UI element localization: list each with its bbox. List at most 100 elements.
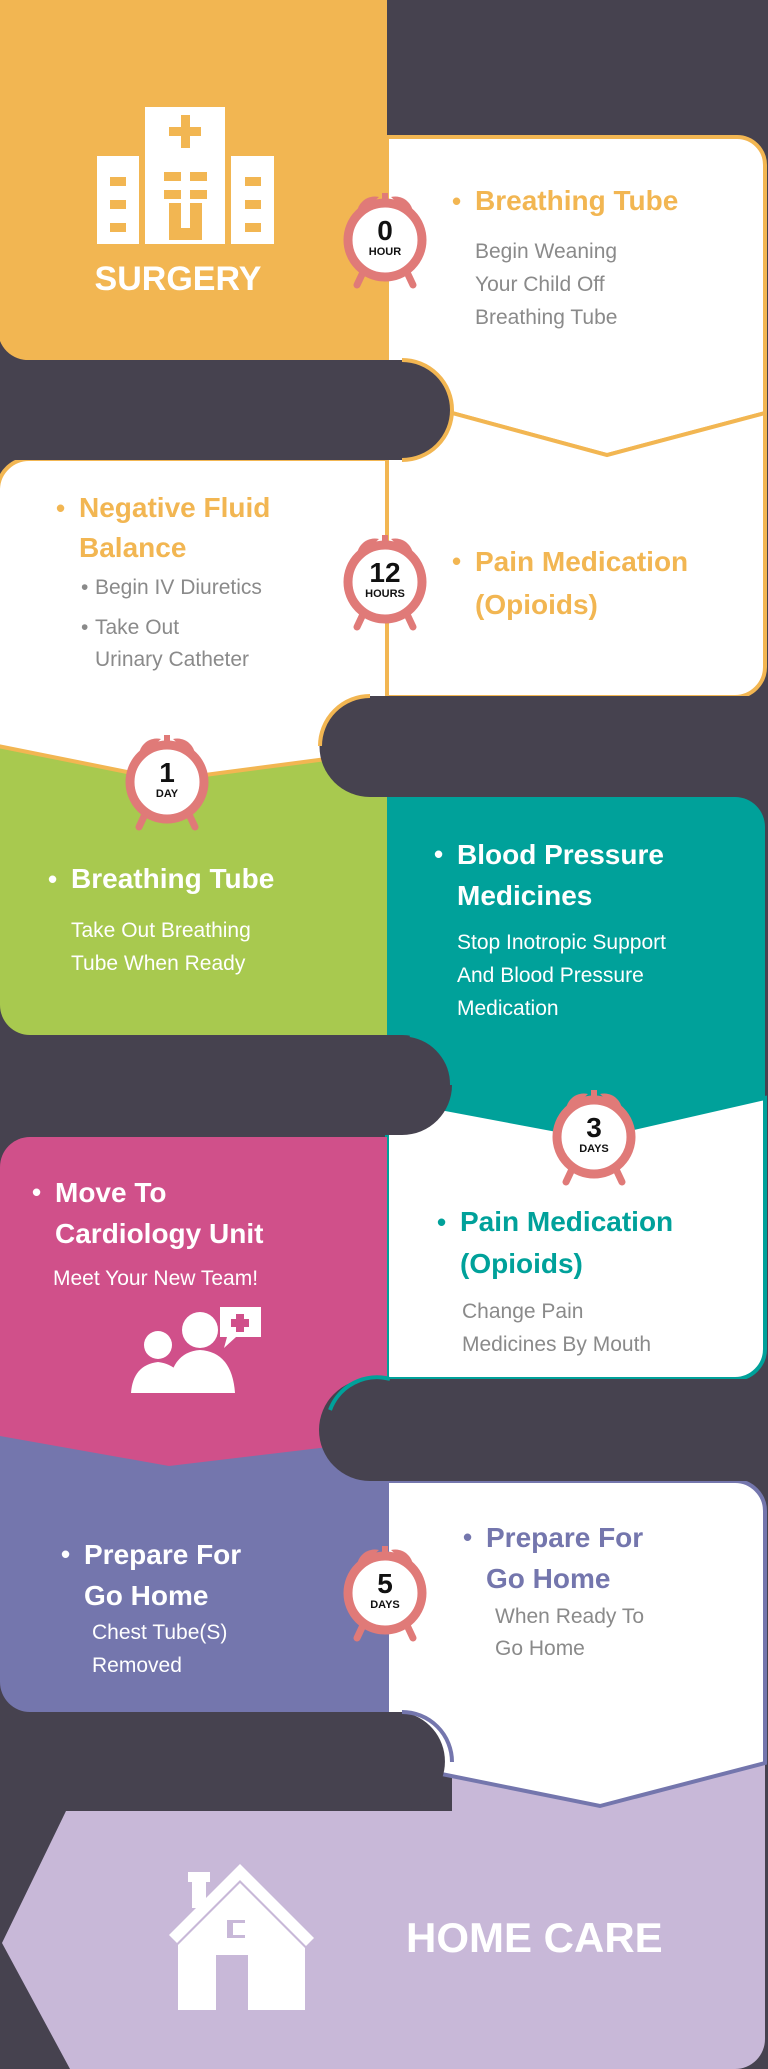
clock-unit: HOUR xyxy=(368,246,402,258)
step-breathing-tube-0h: • Breathing Tube Begin Weaning Your Child… xyxy=(452,181,679,334)
bullet-icon: • xyxy=(81,576,89,599)
step-body-line: Breathing Tube xyxy=(475,306,618,329)
step-title-text: Move To xyxy=(55,1177,167,1208)
step-title-text: Negative Fluid xyxy=(79,492,271,523)
connector-tab xyxy=(0,360,452,460)
step-title-text: Breathing Tube xyxy=(71,863,275,894)
step-prepare-go-home-right: • Prepare For Go Home When Ready To Go Ho… xyxy=(463,1517,645,1665)
step-title-text: (Opioids) xyxy=(460,1248,583,1279)
step-cardiology: • Move To Cardiology Unit Meet Your New T… xyxy=(32,1172,264,1295)
bullet-icon: • xyxy=(437,1207,447,1237)
clock-unit: DAYS xyxy=(579,1143,609,1155)
bullet-icon: • xyxy=(32,1177,42,1207)
step-negative-fluid: • Negative Fluid Balance • Begin IV Diuret… xyxy=(56,488,271,676)
step-body-line: Medicines By Mouth xyxy=(462,1333,652,1356)
step-title: • Pain Medication xyxy=(437,1201,674,1243)
surgery-label: SURGERY xyxy=(94,260,262,298)
step-item-text: Take Out xyxy=(95,616,180,639)
step-box-5d-left xyxy=(0,1430,387,1712)
step-item-text: Begin IV Diuretics xyxy=(95,576,262,599)
step-title-text: Medicines xyxy=(457,880,593,911)
clock-number: 3 xyxy=(586,1112,602,1143)
step-title: •Prepare For xyxy=(61,1534,242,1575)
clock-unit: HOURS xyxy=(365,588,405,600)
step-blood-pressure: •Blood Pressure Medicines Stop Inotropic… xyxy=(434,834,666,1025)
house-icon xyxy=(169,1864,314,2010)
step-body-line: Begin Weaning xyxy=(475,240,618,263)
step-title-text: Prepare For xyxy=(486,1522,644,1553)
step-breathing-tube-1d: • Breathing Tube Take Out Breathing Tube … xyxy=(48,859,275,980)
step-box-5d-right xyxy=(385,1479,767,1809)
step-box-1d xyxy=(0,740,387,1035)
clock-number: 1 xyxy=(159,757,175,788)
step-body-line: Chest Tube(S) xyxy=(92,1621,228,1644)
step-body-line: Removed xyxy=(92,1654,182,1677)
step-pain-medication-12h: •Pain Medication (Opioids) xyxy=(452,540,689,626)
clock-number: 5 xyxy=(377,1568,393,1599)
clock-unit: DAYS xyxy=(370,1599,400,1611)
clock-number: 12 xyxy=(369,557,401,588)
alarm-clock-icon xyxy=(343,1546,427,1642)
step-body-line: Go Home xyxy=(495,1637,585,1660)
hospital-icon xyxy=(97,107,274,244)
bullet-icon: • xyxy=(48,864,58,894)
step-title-text: Cardiology Unit xyxy=(55,1218,264,1249)
step-title: • Move To xyxy=(32,1172,263,1213)
step-box-cardiology xyxy=(0,1137,387,1466)
step-title-text: Go Home xyxy=(486,1563,611,1594)
alarm-clock-icon xyxy=(343,535,427,631)
step-title-text: Breathing Tube xyxy=(475,185,679,216)
home-care-label: HOME CARE xyxy=(406,1914,663,1961)
bullet-icon: • xyxy=(81,616,89,639)
step-title: •Blood Pressure xyxy=(434,834,666,875)
connector-edge xyxy=(328,1375,391,1411)
step-title: • Negative Fluid xyxy=(56,488,271,528)
step-body-line: Medication xyxy=(457,997,559,1020)
step-body-line: And Blood Pressure xyxy=(457,964,644,987)
step-body-line: Your Child Off xyxy=(475,273,605,296)
alarm-clock-icon xyxy=(343,193,427,289)
step-body-line: When Ready To xyxy=(495,1605,645,1628)
clock-number: 0 xyxy=(377,215,393,246)
step-body-line: Stop Inotropic Support xyxy=(457,931,666,954)
step-pain-medication-3d: • Pain Medication (Opioids) Change Pain M… xyxy=(437,1201,674,1361)
bullet-icon: • xyxy=(434,839,444,869)
connector-edge xyxy=(409,1033,455,1086)
step-title-text: Prepare For xyxy=(84,1539,242,1570)
alarm-clock-icon xyxy=(125,735,209,831)
step-body-line: Take Out Breathing xyxy=(71,919,251,942)
bullet-icon: • xyxy=(463,1522,473,1552)
step-body-line: Meet Your New Team! xyxy=(53,1267,259,1290)
step-title: • Breathing Tube xyxy=(452,181,679,221)
step-title-text: Pain Medication xyxy=(460,1206,674,1237)
bullet-icon: • xyxy=(452,546,462,576)
step-prepare-go-home-left: •Prepare For Go Home Chest Tube(S) Remov… xyxy=(61,1534,242,1682)
step-body-line: Tube When Ready xyxy=(71,952,246,975)
bullet-icon: • xyxy=(56,493,66,523)
step-title: • Prepare For xyxy=(463,1517,644,1558)
step-title: • Pain Medication xyxy=(452,540,689,583)
bullet-icon: • xyxy=(452,186,462,216)
step-body-line: Change Pain xyxy=(462,1300,584,1323)
connector-edge xyxy=(401,358,454,462)
step-title-text: Balance xyxy=(79,532,187,563)
connector-tab xyxy=(319,1379,768,1481)
connector-tab xyxy=(319,696,768,797)
step-box-blood-pressure xyxy=(387,797,765,1137)
alarm-clock-icon xyxy=(552,1090,636,1186)
connector-edge xyxy=(318,694,371,747)
connector-tab xyxy=(0,1712,445,1811)
step-title-text: Go Home xyxy=(84,1580,209,1611)
doctors-icon xyxy=(131,1307,261,1393)
connector-tab xyxy=(0,1035,452,1135)
clock-unit: DAY xyxy=(155,788,179,800)
connector-edge xyxy=(401,1710,454,1763)
step-title-text: Pain Medication xyxy=(475,546,689,577)
step-item: • Take Out xyxy=(81,612,270,644)
step-item: • Begin IV Diuretics xyxy=(81,572,270,604)
